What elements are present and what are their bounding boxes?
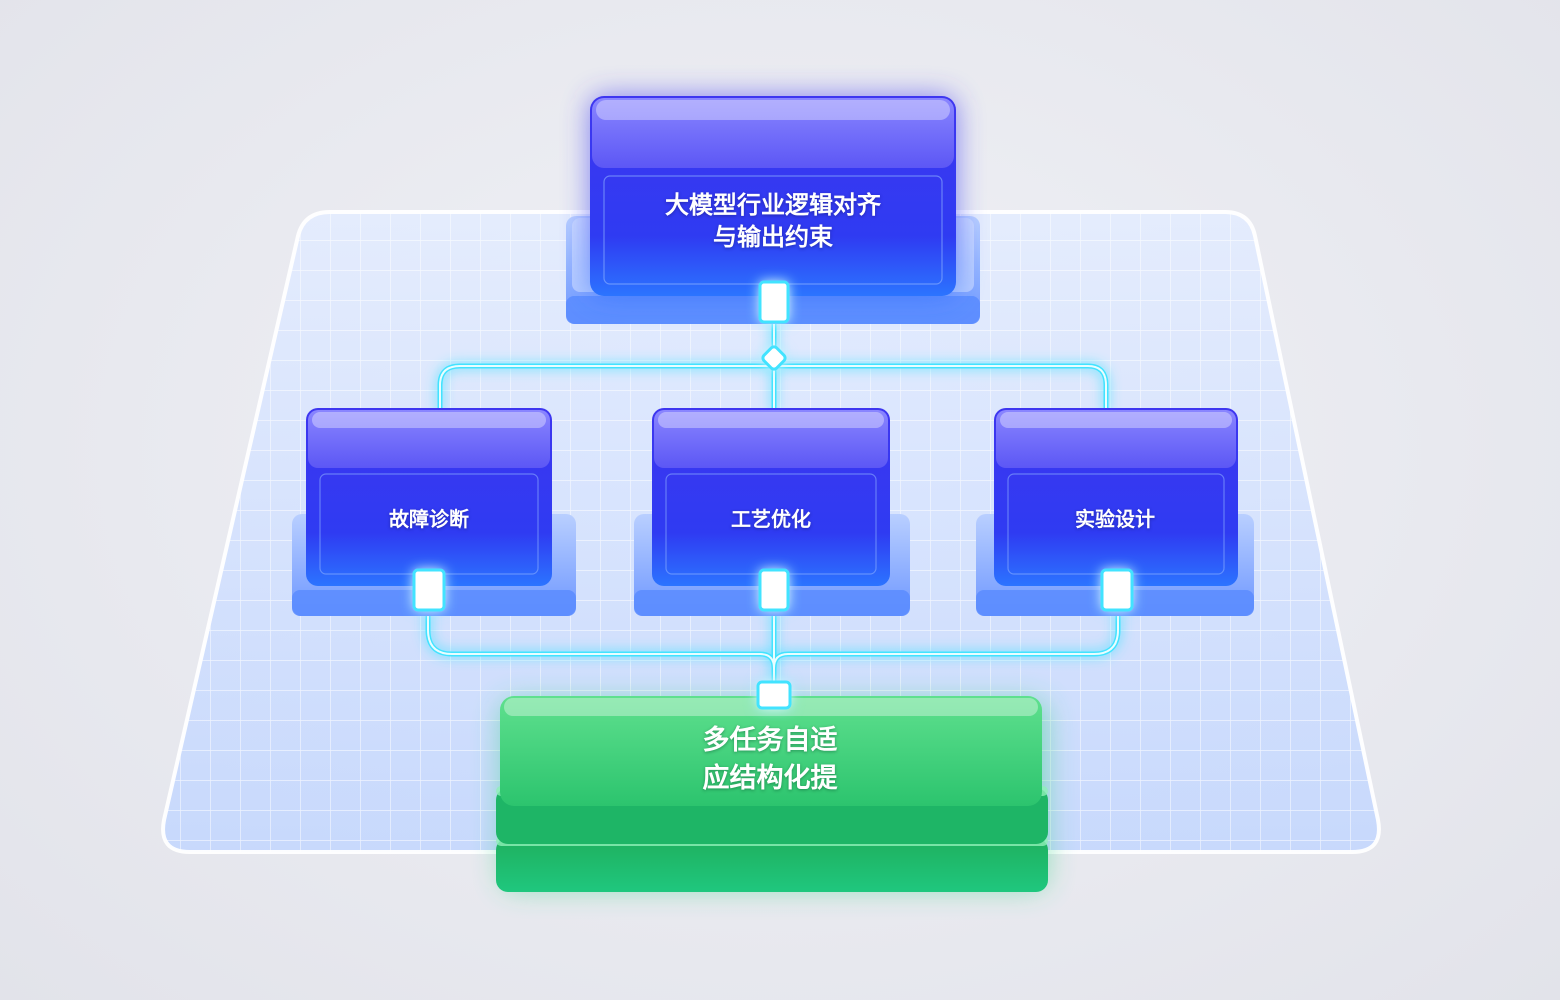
top-logic-block	[566, 96, 980, 324]
top-block-label: 大模型行业逻辑对齐 与输出约束	[592, 190, 954, 253]
top-label-line-2: 与输出约束	[713, 222, 833, 251]
top-label-line-1: 大模型行业逻辑对齐	[665, 191, 881, 219]
bottom-label-line-1: 多任务自适	[702, 725, 838, 756]
fault-diagnosis-label: 故障诊断	[389, 507, 469, 531]
junction-node	[761, 345, 787, 371]
experiment-design-label: 实验设计	[1075, 507, 1155, 531]
bottom-block-label: 多任务自适 应结构化提	[500, 722, 1040, 798]
experiment-design-block	[976, 408, 1254, 616]
fault-diagnosis-block	[292, 408, 576, 616]
process-optimization-block	[634, 408, 910, 616]
multitask-extraction-block	[496, 680, 1048, 892]
process-optimization-label: 工艺优化	[731, 507, 811, 531]
bottom-label-line-2: 应结构化提	[702, 762, 838, 794]
